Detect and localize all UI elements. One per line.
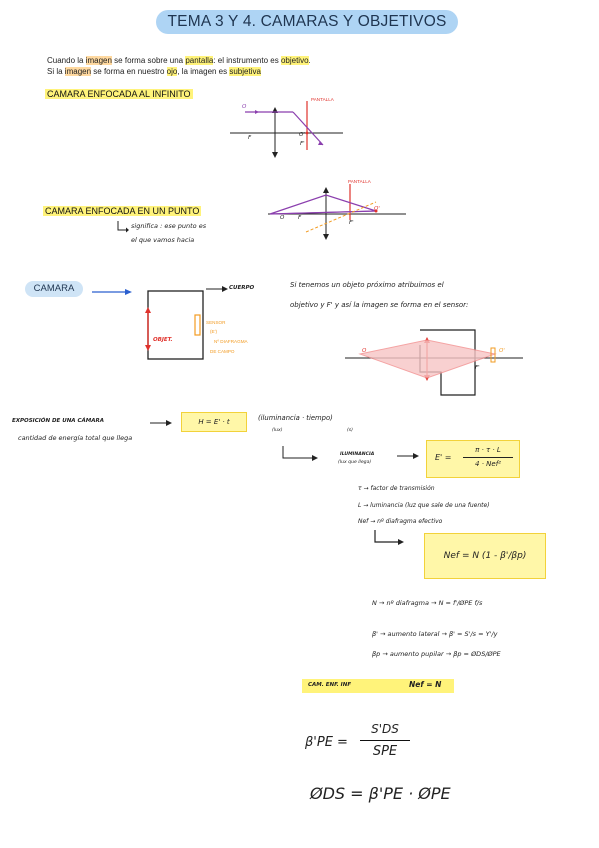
intro-text: Si la xyxy=(47,67,65,76)
intro-keyword: ojo xyxy=(166,67,178,76)
label-objetivo: OBJET. xyxy=(153,337,173,343)
label-fprime-cam: F' xyxy=(475,365,480,371)
label-cuerpo: CUERPO xyxy=(229,285,255,291)
arrow-iluminancia-icon xyxy=(282,446,318,461)
label-diafragma: Nº DIAFRAGMA xyxy=(214,339,248,344)
formula-e-box: E' = π · τ · L 4 · Nef² xyxy=(426,440,520,478)
def-l: L → luminancia (luz que sale de una fuen… xyxy=(358,502,490,509)
line-betap: βp → aumento pupilar → βp = ØDS/ØPE xyxy=(372,650,501,658)
camara-desc-1: Si tenemos un objeto próximo atribuimos … xyxy=(290,281,444,289)
label-sensor-e: (E') xyxy=(210,329,218,334)
label-diafragma-campo: DE CAMPO xyxy=(210,349,235,354)
label-pantalla-point: PANTALLA xyxy=(348,179,371,184)
unit-s: (s) xyxy=(347,428,353,433)
beta-pe-num: S'DS xyxy=(371,722,399,736)
intro-keyword: subjetiva xyxy=(229,67,261,76)
fraction-bar xyxy=(463,457,513,458)
label-pantalla: PANTALLA xyxy=(311,97,334,102)
beta-fraction-bar xyxy=(360,740,410,742)
intro-text: Cuando la xyxy=(47,56,86,65)
intro-keyword: objetivo xyxy=(280,56,309,65)
sub-energia: cantidad de energía total que llega xyxy=(18,434,133,442)
formula-nef: Nef = N (1 - β'/βp) xyxy=(424,533,546,579)
label-fprime-point: F' xyxy=(349,220,354,226)
def-tau: τ → factor de transmisión xyxy=(358,485,435,492)
camara-desc-2: objetivo y F' y así la imagen se forma e… xyxy=(290,301,469,309)
phi-equation: ØDS = β'PE · ØPE xyxy=(310,784,451,803)
intro-text: : el instrumento es xyxy=(213,56,281,65)
label-f-point: F xyxy=(298,215,302,221)
label-o: O xyxy=(242,104,247,110)
label-f: F xyxy=(248,135,252,141)
arrow-nef-icon xyxy=(374,530,404,545)
formula-e-lhs: E' = xyxy=(435,453,452,462)
camara-pill: CAMARA xyxy=(25,281,83,297)
label-o-prime-cam: O' xyxy=(499,348,505,354)
diagram-infinity xyxy=(230,101,343,158)
label-o-point: O xyxy=(280,215,285,221)
intro-line-2: Si la imagen se forma en nuestro ojo, la… xyxy=(47,67,261,76)
formula-e-den: 4 · Nef² xyxy=(475,460,501,468)
intro-text: se forma sobre una xyxy=(111,56,186,65)
label-o-cam: O xyxy=(362,348,367,354)
label-exposicion: EXPOSICIÓN DE UNA CÁMARA xyxy=(12,418,104,424)
camera-proximity-diagram xyxy=(345,329,523,396)
formula-h: H = E' · t xyxy=(181,412,247,432)
beta-pe-den: SPE xyxy=(372,744,398,759)
note-punto-1: significa : ese punto es xyxy=(131,222,207,230)
arrow-e-icon xyxy=(397,453,419,459)
intro-keyword: pantalla xyxy=(185,56,214,65)
intro-text: . xyxy=(308,56,311,65)
diagram-point xyxy=(268,184,406,240)
intro-text: se forma en nuestro xyxy=(91,67,167,76)
heading-camara-punto: CAMARA ENFOCADA EN UN PUNTO xyxy=(43,206,202,216)
label-o-prime: O' xyxy=(299,132,305,138)
intro-text: , la imagen es xyxy=(177,67,230,76)
note-punto-2: el que vamos hacia xyxy=(131,236,195,244)
cam-inf-highlight xyxy=(302,679,454,693)
label-iluminancia-sub: (lux que llega) xyxy=(338,460,372,465)
label-cam-inf: CAM. ENF. INF xyxy=(308,682,352,688)
intro-line-1: Cuando la imagen se forma sobre una pant… xyxy=(47,56,311,65)
page-title: TEMA 3 Y 4. CAMARAS Y OBJETIVOS xyxy=(156,10,458,34)
line-beta: β' → aumento lateral → β' = S'/s = Y'/y xyxy=(372,630,498,638)
arrow-cuerpo-icon xyxy=(206,286,228,292)
label-fprime: F' xyxy=(300,141,305,147)
formula-e-num: π · τ · L xyxy=(475,446,501,454)
arrow-right-icon xyxy=(92,289,132,295)
def-nef: Nef → nº diafragma efectivo xyxy=(358,518,443,525)
beta-pe-lhs: β'PE = xyxy=(305,735,348,750)
heading-camara-infinito: CAMARA ENFOCADA AL INFINITO xyxy=(45,89,193,99)
label-iluminancia-tiempo: (iluminancia · tiempo) xyxy=(258,414,333,422)
curved-arrow-icon xyxy=(117,221,129,233)
label-sensor: SENSOR xyxy=(206,320,226,325)
intro-keyword: imagen xyxy=(64,67,92,76)
arrow-exposicion-icon xyxy=(150,420,172,426)
line-n: N → nº diafragma → N = f'/ØPE f/s xyxy=(372,599,483,607)
camera-body-diagram xyxy=(145,290,204,360)
label-iluminancia: ILUMINANCIA xyxy=(340,452,375,457)
unit-lux: (lux) xyxy=(272,428,283,433)
label-cam-inf-val: Nef = N xyxy=(409,680,442,689)
intro-keyword: imagen xyxy=(85,56,112,65)
label-o-prime-point: O' xyxy=(374,206,380,212)
